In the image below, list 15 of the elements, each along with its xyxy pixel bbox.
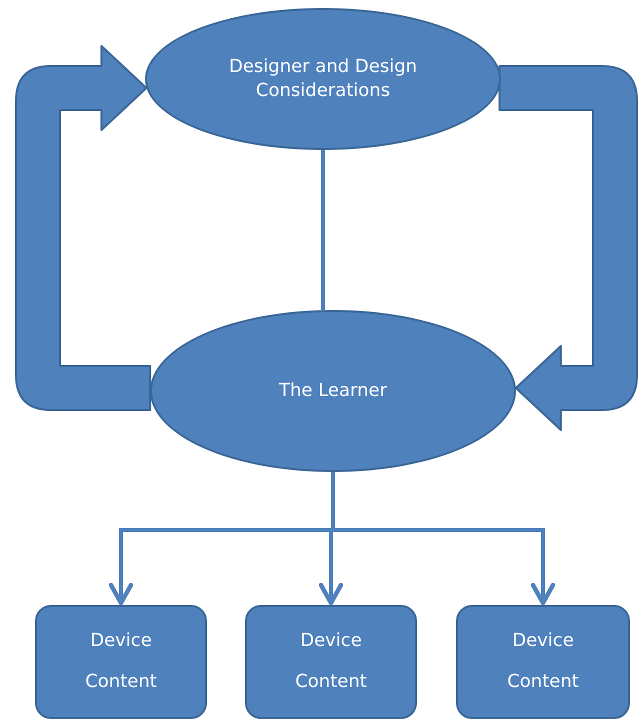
bent-block-arrow [498, 65, 638, 431]
connector-line [321, 150, 325, 310]
rounded-box [35, 605, 207, 719]
rounded-box [456, 605, 630, 719]
node-text: Device [512, 629, 574, 654]
node-text: Content [295, 670, 367, 694]
node-text: The Learner [279, 378, 387, 403]
node-text: Designer and Design Considerations [228, 54, 418, 103]
bent-block-arrow [15, 45, 152, 411]
node-text: Content [85, 670, 157, 694]
node-text: Device [90, 629, 152, 654]
arrow [331, 472, 556, 606]
node-text: Device [300, 629, 362, 654]
node-text: Content [507, 670, 579, 694]
rounded-box [245, 605, 417, 719]
